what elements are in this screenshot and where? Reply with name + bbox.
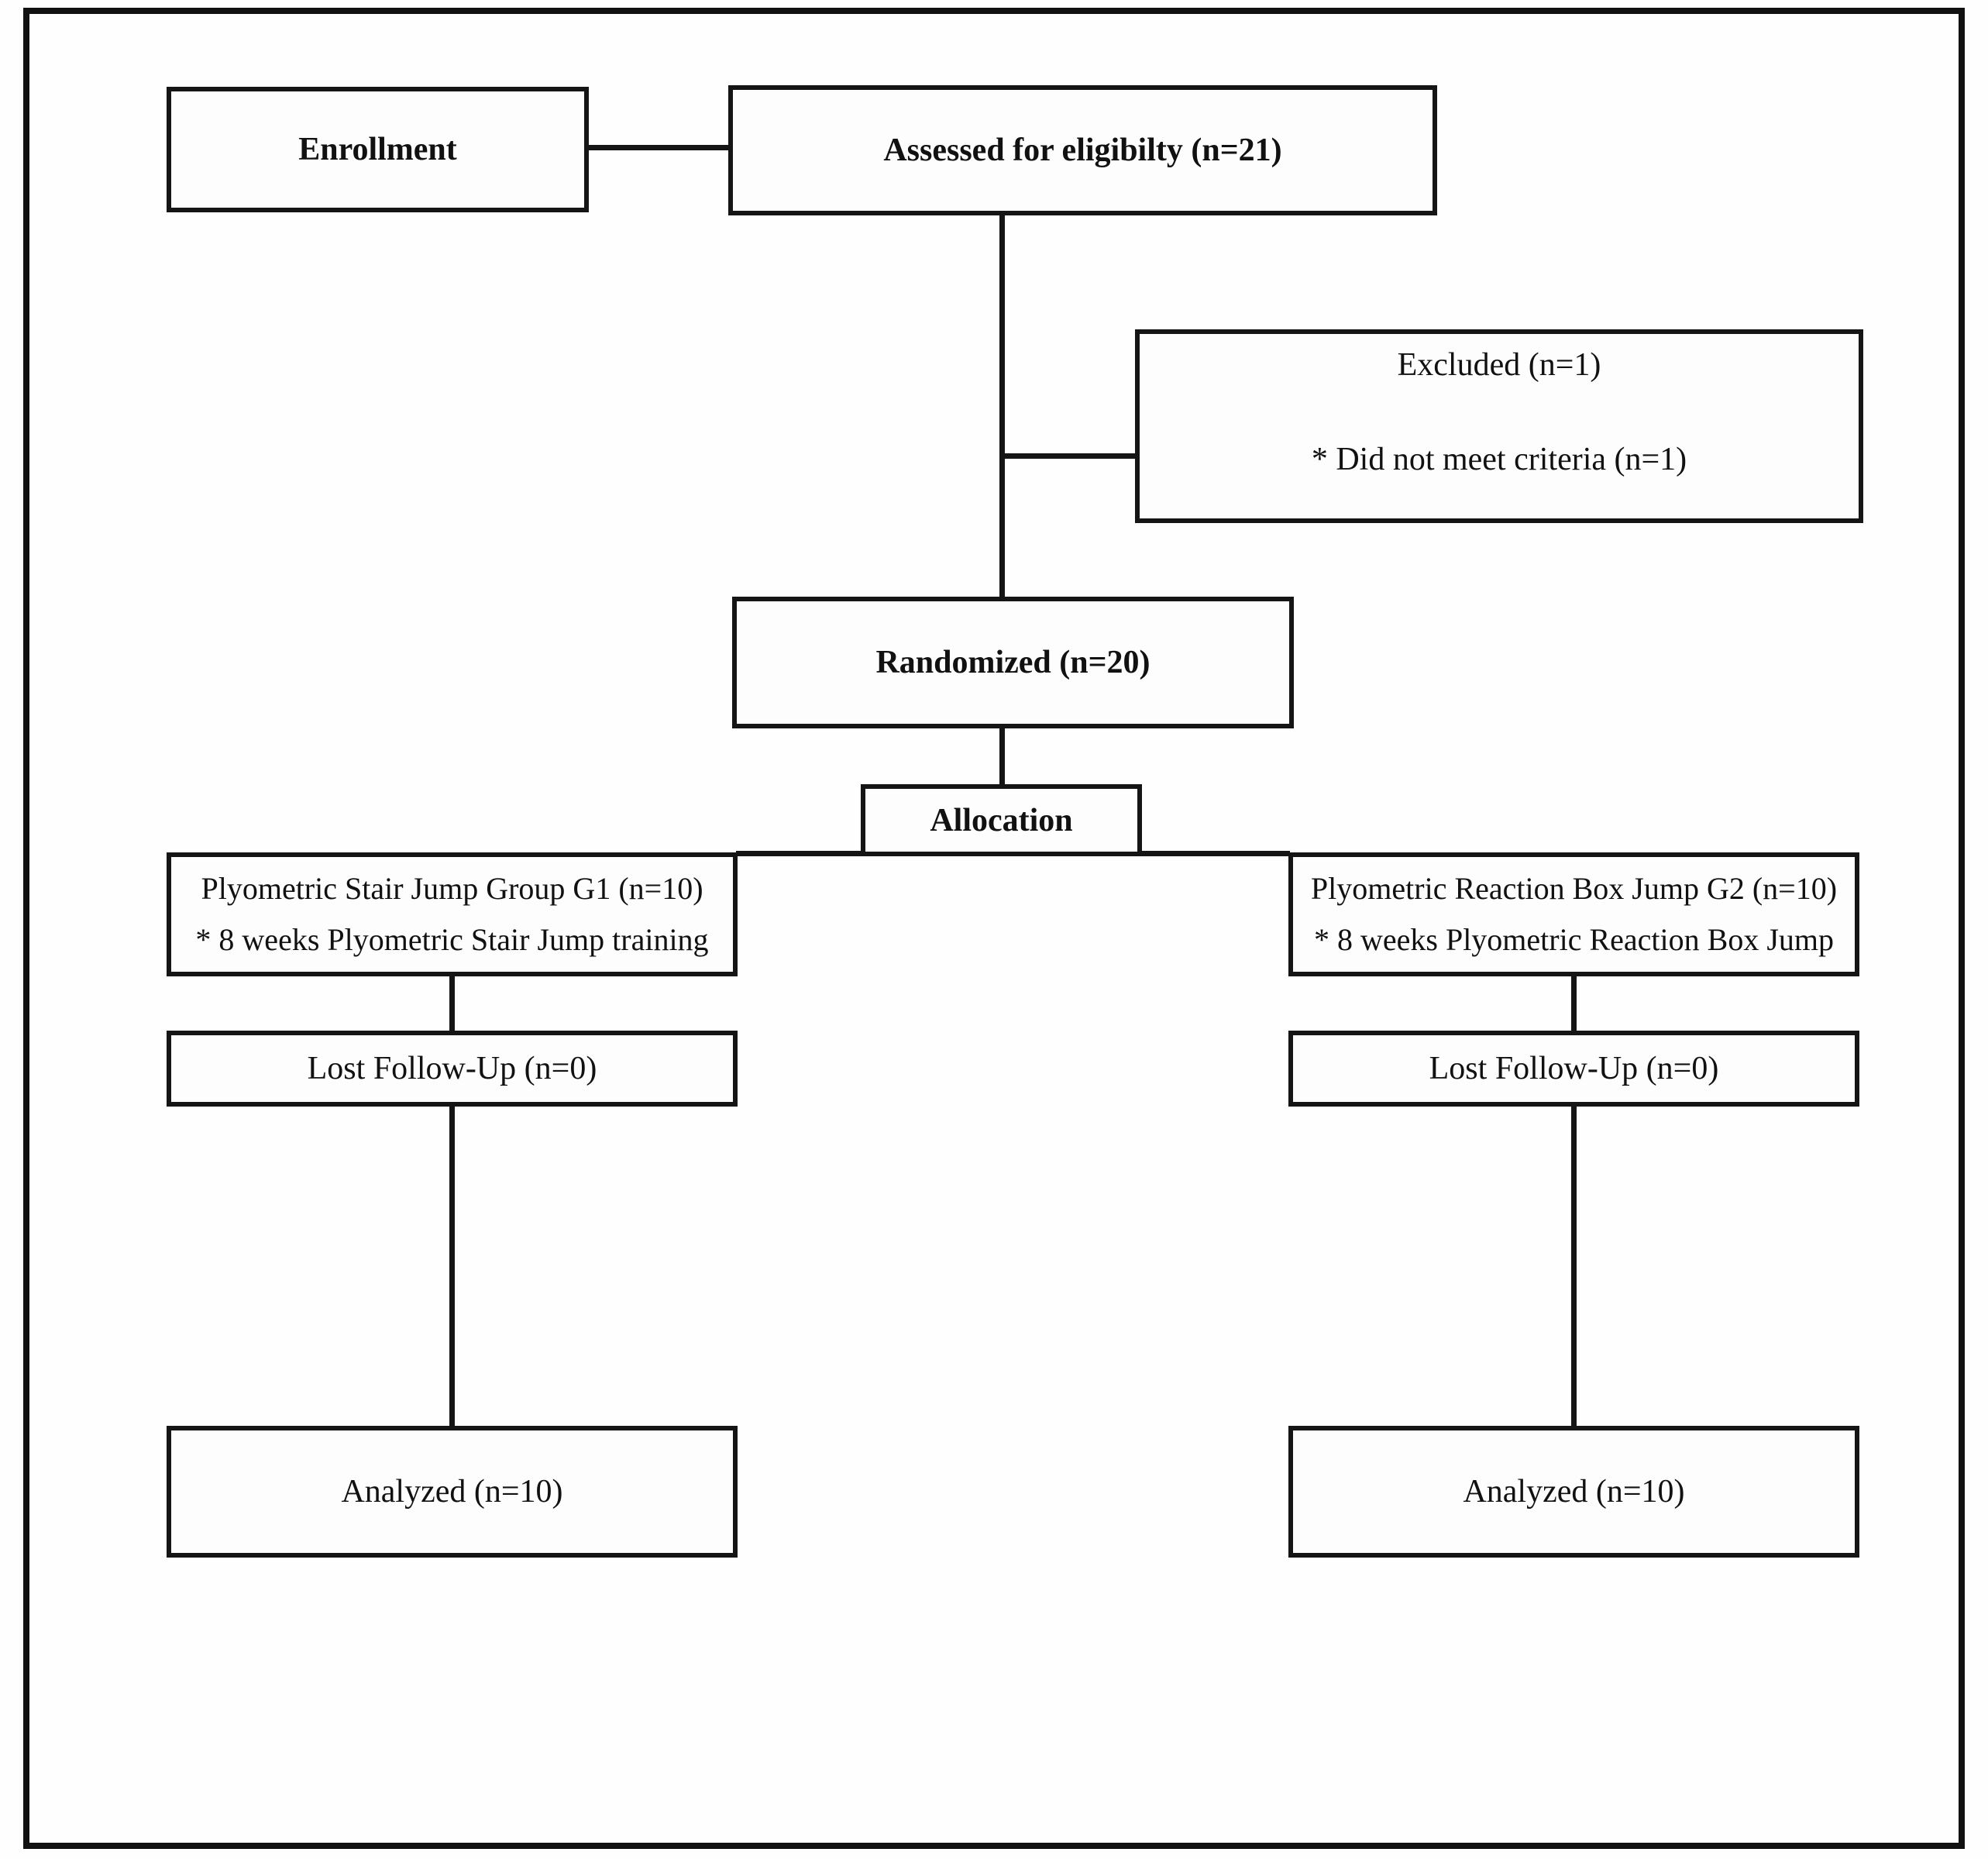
lost-followup-g1-box: Lost Follow-Up (n=0) bbox=[167, 1031, 738, 1107]
connector-assessed-randomized bbox=[999, 214, 1005, 598]
connector-group1-lostfollowup bbox=[449, 975, 455, 1034]
lost-followup-g2-box: Lost Follow-Up (n=0) bbox=[1288, 1031, 1859, 1107]
group1-intervention-label: * 8 weeks Plyometric Stair Jump training bbox=[195, 921, 709, 957]
enrollment-label: Enrollment bbox=[298, 132, 457, 167]
analyzed-g2-label: Analyzed (n=10) bbox=[1463, 1474, 1685, 1510]
connector-group2-lostfollowup bbox=[1571, 975, 1577, 1034]
allocation-label: Allocation bbox=[930, 802, 1073, 838]
enrollment-box: Enrollment bbox=[167, 87, 589, 212]
lost-followup-g2-label: Lost Follow-Up (n=0) bbox=[1429, 1051, 1719, 1086]
group1-title-label: Plyometric Stair Jump Group G1 (n=10) bbox=[201, 871, 703, 907]
randomized-label: Randomized (n=20) bbox=[875, 645, 1150, 680]
assessed-label: Assessed for eligibilty (n=21) bbox=[883, 133, 1282, 168]
excluded-count-label: Excluded (n=1) bbox=[1397, 347, 1601, 383]
connector-lostfollowup-analyzed-g2 bbox=[1571, 1103, 1577, 1429]
connector-randomized-allocation bbox=[999, 727, 1005, 787]
analyzed-g1-label: Analyzed (n=10) bbox=[341, 1474, 563, 1510]
assessed-for-eligibility-box: Assessed for eligibilty (n=21) bbox=[728, 85, 1437, 215]
randomized-box: Randomized (n=20) bbox=[732, 597, 1294, 728]
connector-lostfollowup-analyzed-g1 bbox=[449, 1103, 455, 1429]
diagram-outer-frame bbox=[23, 8, 1965, 1849]
excluded-reason-label: * Did not meet criteria (n=1) bbox=[1311, 442, 1687, 477]
analyzed-g1-box: Analyzed (n=10) bbox=[167, 1426, 738, 1558]
lost-followup-g1-label: Lost Follow-Up (n=0) bbox=[307, 1051, 597, 1086]
group2-allocation-box: Plyometric Reaction Box Jump G2 (n=10) *… bbox=[1288, 852, 1859, 976]
excluded-box: Excluded (n=1) * Did not meet criteria (… bbox=[1135, 329, 1863, 523]
group2-intervention-label: * 8 weeks Plyometric Reaction Box Jump bbox=[1313, 921, 1834, 957]
connector-enrollment-assessed bbox=[587, 145, 730, 150]
group2-title-label: Plyometric Reaction Box Jump G2 (n=10) bbox=[1310, 871, 1838, 907]
allocation-box: Allocation bbox=[861, 784, 1142, 856]
connector-trunk-excluded bbox=[999, 453, 1137, 459]
analyzed-g2-box: Analyzed (n=10) bbox=[1288, 1426, 1859, 1558]
group1-allocation-box: Plyometric Stair Jump Group G1 (n=10) * … bbox=[167, 852, 738, 976]
